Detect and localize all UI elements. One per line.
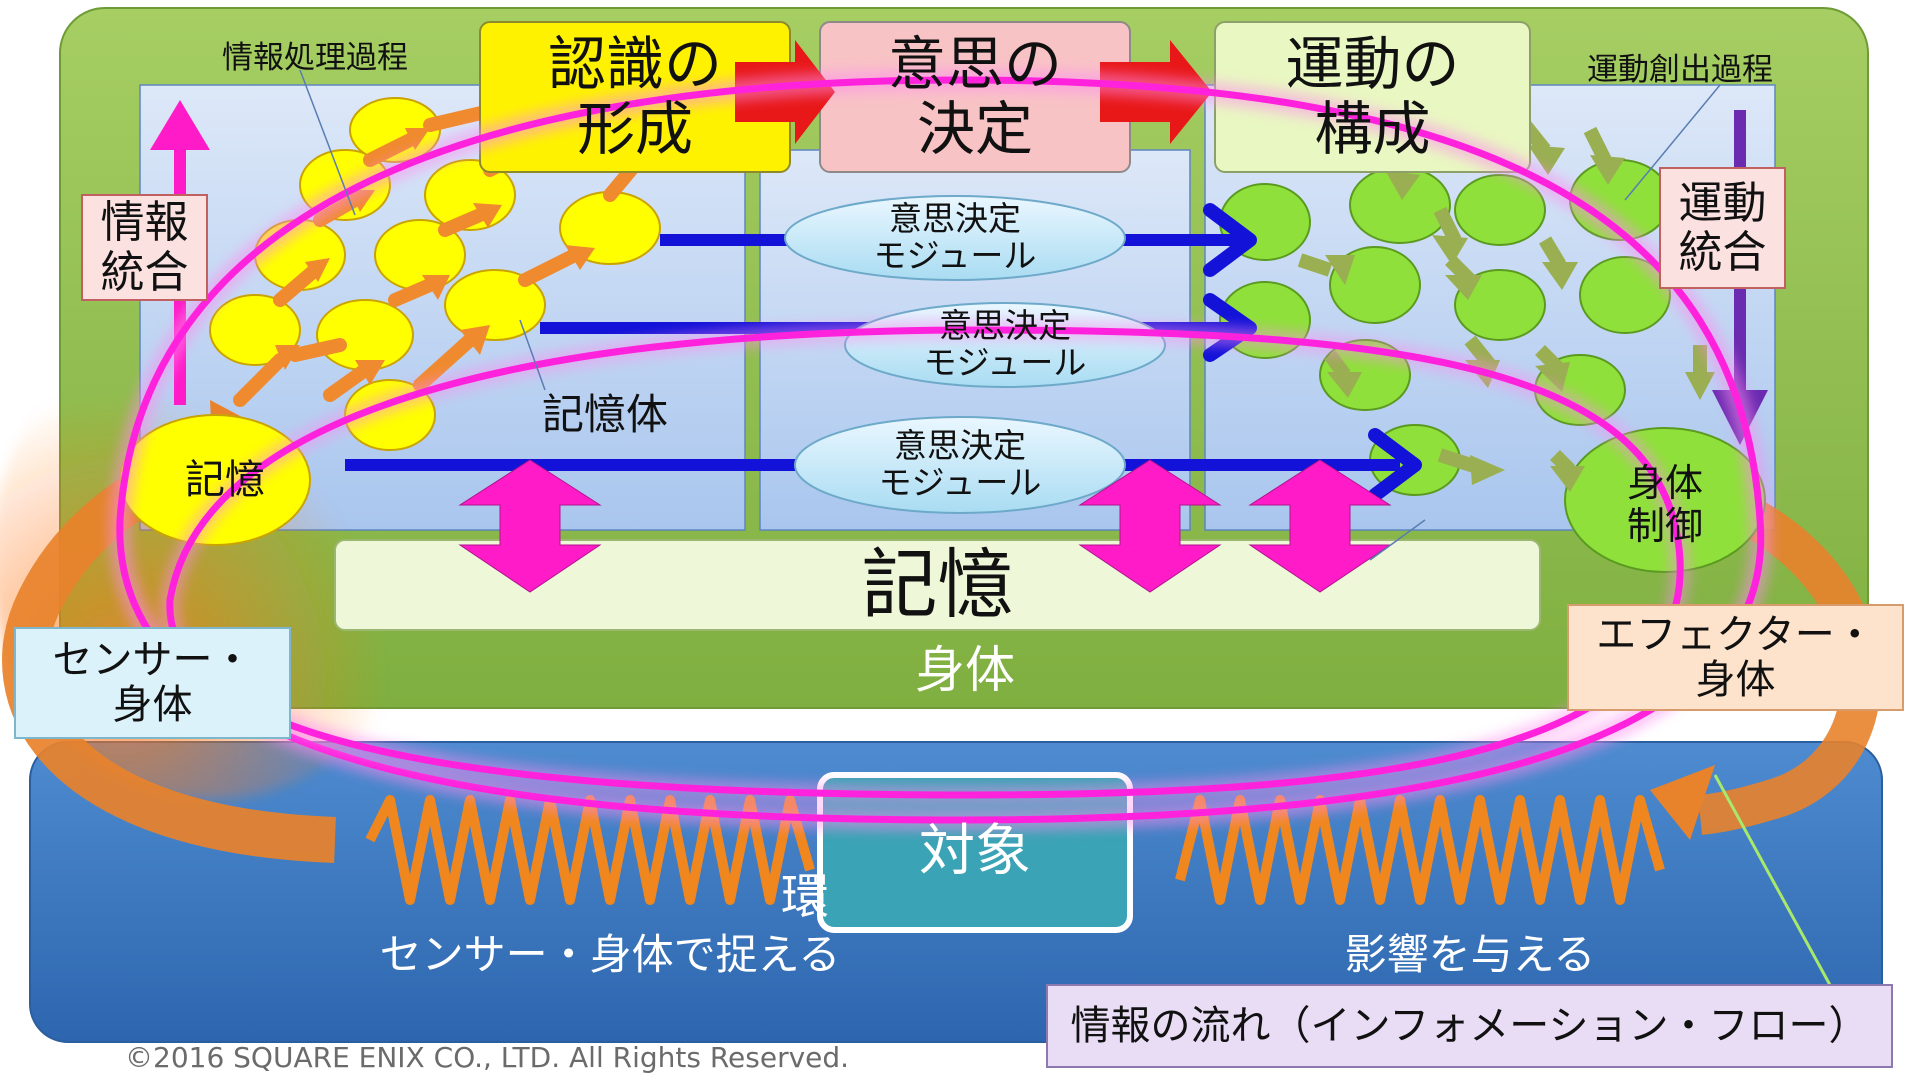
module-label-2: 意思決定 モジュール — [923, 306, 1087, 382]
motion-integration-label: 運動 統合 — [1678, 177, 1767, 278]
module-ellipse-1 — [784, 195, 1126, 281]
leader-lines — [299, 69, 1721, 561]
body-label: 身体 — [915, 641, 1015, 699]
info-flow-label: 情報の流れ（インフォメーション・フロー） — [1070, 1002, 1869, 1049]
info-process-label: 情報処理過程 — [222, 39, 408, 76]
motion-stage-title: 運動の 構成 — [1285, 30, 1460, 163]
decision-stage-title: 意思の 決定 — [887, 30, 1062, 163]
memory-exchange-arrows — [458, 459, 1392, 593]
influence-spring — [1175, 795, 1665, 905]
memory-bar-label: 記憶 — [861, 540, 1014, 630]
motion-process-label: 運動創出過程 — [1587, 51, 1773, 88]
memory-node-label: 記憶 — [185, 456, 265, 503]
world-partial-label: 環 — [780, 869, 829, 926]
info-integration-box — [81, 194, 208, 301]
sensor-body-box — [14, 627, 291, 739]
module-ellipse-3 — [794, 416, 1126, 514]
yellow-node — [316, 299, 414, 371]
memory-bar — [334, 539, 1541, 631]
info-flow-box — [1046, 984, 1893, 1068]
sense-label: センサー・身体で捉える — [379, 930, 841, 980]
yellow-node — [444, 269, 546, 341]
module-label-1: 意思決定 モジュール — [873, 199, 1037, 275]
body-control-label: 身体 制御 — [1626, 461, 1703, 548]
effector-body-label: エフェクター・ 身体 — [1596, 611, 1875, 703]
info-integration-arrowhead — [150, 100, 210, 150]
memory-body-label: 記憶体 — [541, 390, 668, 440]
effector-body-box — [1567, 604, 1904, 711]
green-node — [1329, 246, 1421, 324]
green-node — [1454, 174, 1546, 246]
sensor-body-label: センサー・ 身体 — [52, 637, 253, 728]
effector-flow-arrowhead — [1650, 765, 1715, 840]
recognition-stage-title: 認識の 形成 — [547, 30, 722, 163]
copyright-text: ©2016 SQUARE ENIX CO., LTD. All Rights R… — [125, 1041, 850, 1075]
influence-label: 影響を与える — [1344, 930, 1596, 980]
info-integration-label: 情報 統合 — [100, 197, 189, 298]
info-flow-loops — [108, 68, 1772, 832]
target-label: 対象 — [919, 819, 1031, 885]
motion-integration-box — [1659, 167, 1786, 289]
green-node — [1454, 269, 1546, 341]
module-label-3: 意思決定 モジュール — [878, 426, 1042, 502]
info-flow-pointer — [1713, 774, 1832, 986]
motion-nodes — [1219, 159, 1766, 573]
